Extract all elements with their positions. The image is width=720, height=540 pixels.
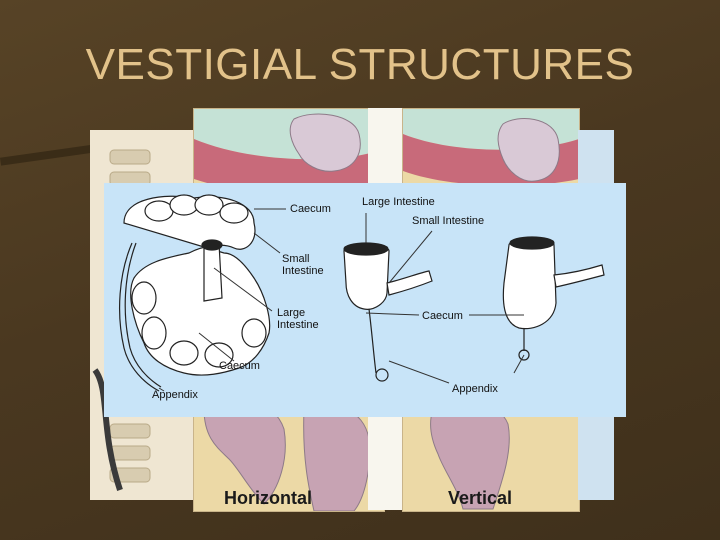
slide-title: VESTIGIAL STRUCTURES [0,40,720,90]
label-appendix-right: Appendix [452,383,498,395]
label-small-intestine: Small [282,253,310,265]
label-caecum-right: Caecum [422,310,463,322]
label-large-intestine-line2: Intestine [277,319,319,331]
intestine-diagram: Caecum Small Intestine Large Intestine C… [104,183,626,417]
label-caecum-lower: Caecum [219,360,260,372]
horizontal-label: Horizontal [224,488,312,509]
label-large-intestine: Large [277,307,305,319]
label-appendix: Appendix [152,389,198,401]
label-caecum: Caecum [290,203,331,215]
intestine-illustration [104,183,626,417]
vertical-label: Vertical [448,488,512,509]
label-small-intestine-line2: Intestine [282,265,324,277]
label-small-intestine-right: Small Intestine [412,215,484,227]
label-large-intestine-right: Large Intestine [362,196,435,208]
